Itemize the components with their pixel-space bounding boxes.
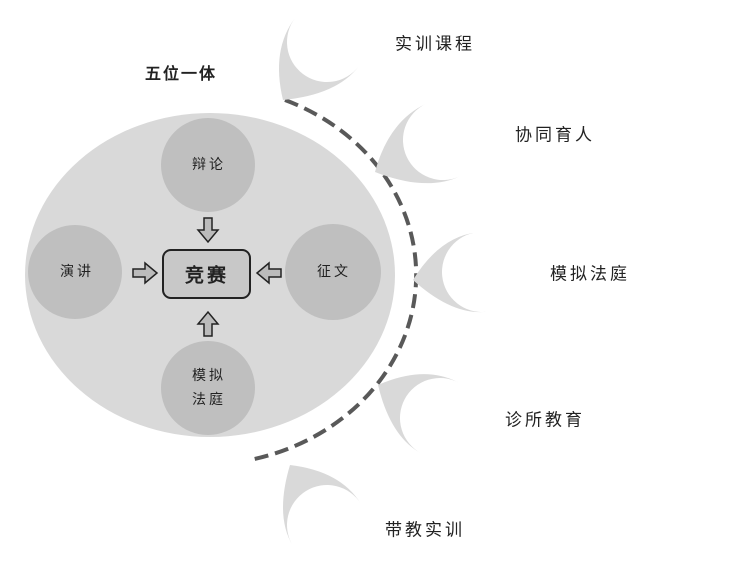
center-label: 竞赛 [184,264,230,287]
dashed-arc [249,98,419,462]
node-label-debate: 辩论 [192,157,226,173]
droplet-shape [375,103,461,184]
arrow-down-icon [196,217,220,244]
item-label: 模拟法庭 [550,264,630,285]
item-number: 04 [426,406,454,430]
item-label: 协同育人 [515,125,595,146]
item-number: 03 [468,260,496,284]
item-number: 05 [313,513,341,537]
item-label: 诊所教育 [505,410,585,431]
node-circle-speech [28,225,122,319]
item-number: 02 [429,128,457,152]
arrow-up-icon [196,310,220,337]
node-label-line2: 法庭 [192,392,226,408]
item-number: 01 [313,30,341,54]
item-label: 实训课程 [395,34,475,55]
node-label-line1: 模拟 [192,368,226,384]
node-label-essay: 征文 [317,264,351,280]
droplet-shape [413,232,487,313]
droplet-shape [282,465,362,546]
droplet-shape [378,374,459,454]
node-circle-debate [161,118,255,212]
diagram-title: 五位一体 [144,64,218,83]
arrow-left-icon [255,261,282,285]
node-label-moot-court: 模拟 法庭 [192,364,226,412]
node-circle-essay [285,224,381,320]
node-circle-moot-court [161,341,255,435]
droplet-shape [278,17,359,101]
node-label-speech: 演讲 [60,264,94,280]
item-label: 带教实训 [385,520,465,541]
arrow-right-icon [132,261,159,285]
center-box [162,249,251,299]
